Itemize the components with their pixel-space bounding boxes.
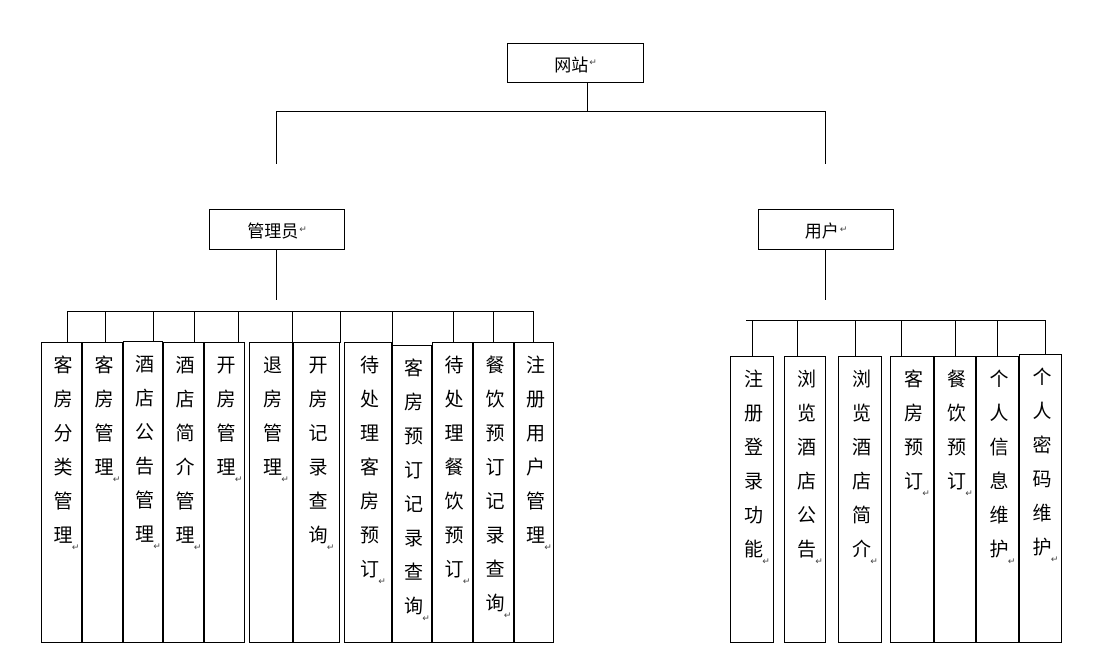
leaf-label: 餐饮预订记录查询 [482,355,505,627]
paragraph-mark-icon: ↵ [815,557,823,567]
paragraph-mark-icon: ↵ [193,543,202,553]
leaf-label: 客房分类管理 [50,355,73,559]
leaf-node: 个人信息维护↵ [976,356,1019,643]
group-node-user: 用户↵ [758,209,894,250]
connector [276,111,826,112]
leaf-node: 退房管理↵ [249,342,293,643]
connector [392,311,393,346]
leaf-label: 开房管理 [213,355,236,491]
leaf-node: 餐饮预订记录查询↵ [473,342,514,643]
paragraph-mark-icon: ↵ [839,224,848,235]
connector [752,320,753,357]
connector [67,311,68,343]
leaf-label: 待处理客房预订 [357,355,379,593]
leaf-node: 客房预订↵ [890,356,934,643]
leaf-node: 注册登录功能↵ [730,356,774,643]
leaf-node: 酒店公告管理↵ [123,341,163,643]
leaf-label: 客房预订记录查询 [401,358,423,630]
connector [194,311,195,343]
connector [855,320,856,357]
leaf-node: 客房管理↵ [82,342,123,643]
connector [825,249,826,300]
paragraph-mark-icon: ↵ [503,611,512,621]
connector [533,311,534,343]
leaf-node: 浏览酒店公告↵ [784,356,826,643]
leaf-label: 客房管理 [91,355,114,491]
group-label: 管理员 [247,222,299,242]
leaf-label: 开房记录查询 [305,355,328,559]
paragraph-mark-icon: ↵ [299,224,307,235]
root-node: 网站↵ [507,43,644,83]
paragraph-mark-icon: ↵ [762,557,770,567]
connector [453,311,454,343]
connector [238,311,239,343]
paragraph-mark-icon: ↵ [544,543,552,553]
connector [746,320,1045,321]
leaf-node: 餐饮预订↵ [934,356,976,643]
leaf-node: 待处理餐饮预订↵ [432,342,473,643]
connector [67,311,534,312]
leaf-node: 客房预订记录查询↵ [392,345,432,643]
paragraph-mark-icon: ↵ [378,577,386,587]
group-node-admin: 管理员↵ [209,209,345,250]
group-label: 用户 [804,222,839,242]
connector [797,320,798,357]
connector [276,111,277,164]
connector [493,311,494,343]
leaf-label: 酒店简介管理 [172,355,195,559]
leaf-node: 待处理客房预订↵ [344,342,392,643]
leaf-label: 客房预订 [901,369,923,505]
paragraph-mark-icon: ↵ [462,577,471,587]
leaf-label: 浏览酒店简介 [849,369,871,573]
connector [997,320,998,357]
leaf-label: 待处理餐饮预订 [441,355,464,593]
paragraph-mark-icon: ↵ [281,475,289,485]
leaf-label: 餐饮预订 [944,369,966,505]
connector [105,311,106,343]
leaf-node: 酒店简介管理↵ [163,342,204,643]
paragraph-mark-icon: ↵ [922,489,930,499]
leaf-label: 注册登录功能 [741,369,763,573]
paragraph-mark-icon: ↵ [422,614,430,624]
leaf-label: 个人密码维护 [1029,367,1052,571]
paragraph-mark-icon: ↵ [965,489,973,499]
paragraph-mark-icon: ↵ [870,557,878,567]
connector [825,111,826,164]
paragraph-mark-icon: ↵ [326,543,335,553]
leaf-node: 客房分类管理↵ [41,342,82,643]
leaf-label: 浏览酒店公告 [794,369,816,573]
leaf-node: 个人密码维护↵ [1019,354,1062,643]
leaf-node: 开房管理↵ [204,342,245,643]
paragraph-mark-icon: ↵ [234,475,243,485]
leaf-node: 开房记录查询↵ [293,342,340,643]
paragraph-mark-icon: ↵ [589,58,597,68]
paragraph-mark-icon: ↵ [153,542,161,552]
leaf-label: 注册用户管理 [523,355,545,559]
paragraph-mark-icon: ↵ [1007,557,1016,567]
leaf-node: 注册用户管理↵ [514,342,554,643]
leaf-label: 酒店公告管理 [132,354,154,558]
connector [587,82,588,111]
paragraph-mark-icon: ↵ [1050,555,1059,565]
connector [276,249,277,300]
leaf-label: 退房管理 [260,355,282,491]
connector [901,320,902,357]
connector [340,311,341,343]
connector [955,320,956,357]
connector [1045,320,1046,355]
root-label: 网站 [554,55,589,76]
connector [153,311,154,342]
leaf-node: 浏览酒店简介↵ [838,356,882,643]
leaf-label: 个人信息维护 [986,369,1009,573]
connector [292,311,293,343]
paragraph-mark-icon: ↵ [71,543,80,553]
paragraph-mark-icon: ↵ [112,475,121,485]
